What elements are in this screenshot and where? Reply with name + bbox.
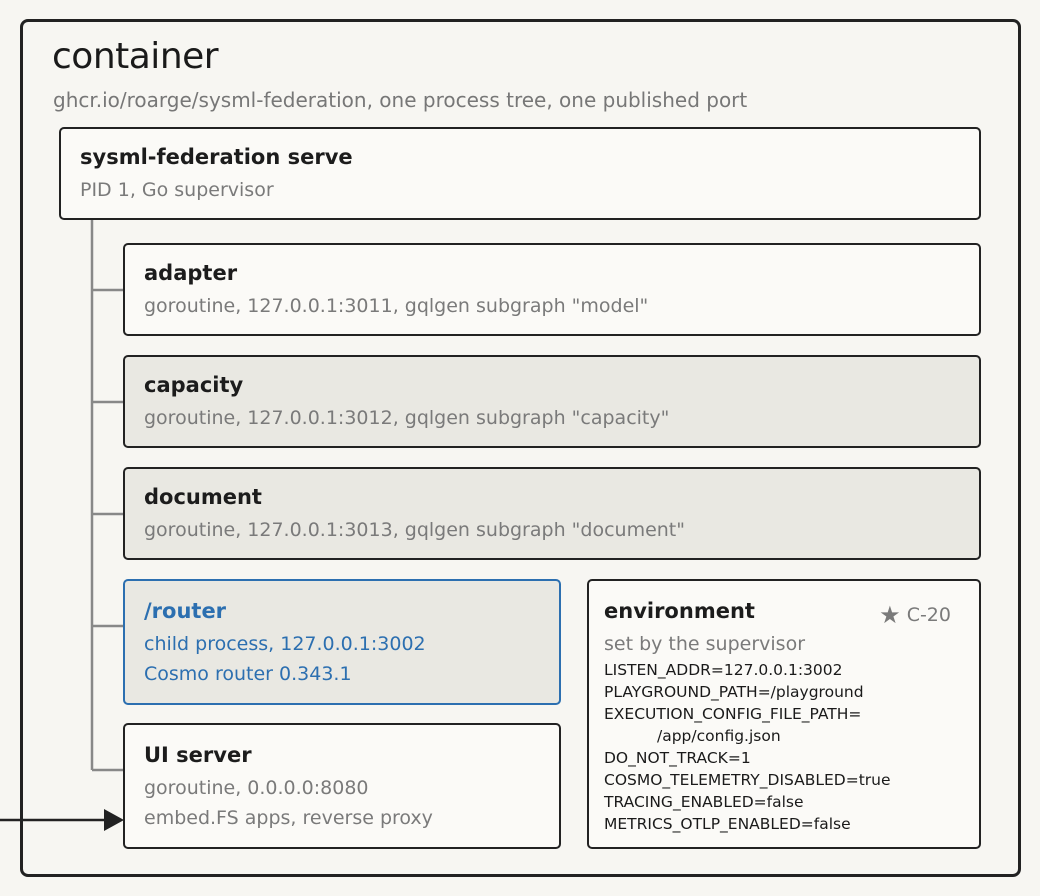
env-var: TRACING_ENABLED=false — [604, 793, 804, 811]
env-var: METRICS_OTLP_ENABLED=false — [604, 815, 851, 833]
star-icon: ★ — [879, 601, 901, 629]
ui-server-line-2: embed.FS apps, reverse proxy — [144, 807, 433, 829]
router-box: /router child process, 127.0.0.1:3002 Co… — [123, 579, 561, 705]
container-subtitle: ghcr.io/roarge/sysml-federation, one pro… — [53, 88, 748, 112]
router-title: /router — [144, 599, 227, 623]
env-var: COSMO_TELEMETRY_DISABLED=true — [604, 771, 891, 789]
router-line-1: child process, 127.0.0.1:3002 — [144, 633, 426, 655]
document-title: document — [144, 485, 262, 509]
supervisor-box: sysml-federation serve PID 1, Go supervi… — [59, 127, 981, 220]
adapter-box: adapter goroutine, 127.0.0.1:3011, gqlge… — [123, 243, 981, 336]
env-var: PLAYGROUND_PATH=/playground — [604, 683, 864, 701]
environment-box: environment ★ C-20 set by the supervisor… — [587, 579, 981, 849]
env-var: DO_NOT_TRACK=1 — [604, 749, 751, 767]
document-box: document goroutine, 127.0.0.1:3013, gqlg… — [123, 467, 981, 560]
capacity-title: capacity — [144, 373, 244, 397]
supervisor-title: sysml-federation serve — [80, 145, 353, 169]
adapter-subtitle: goroutine, 127.0.0.1:3011, gqlgen subgra… — [144, 295, 649, 317]
ui-server-box: UI server goroutine, 0.0.0.0:8080 embed.… — [123, 723, 561, 849]
environment-subtitle: set by the supervisor — [604, 633, 806, 655]
env-var: EXECUTION_CONFIG_FILE_PATH= — [604, 705, 862, 723]
capacity-box: capacity goroutine, 127.0.0.1:3012, gqlg… — [123, 355, 981, 448]
ui-server-line-1: goroutine, 0.0.0.0:8080 — [144, 777, 369, 799]
environment-tag-label: C-20 — [906, 604, 951, 626]
document-subtitle: goroutine, 127.0.0.1:3013, gqlgen subgra… — [144, 519, 685, 541]
container-title: container — [52, 36, 219, 77]
supervisor-subtitle: PID 1, Go supervisor — [80, 179, 274, 201]
env-var: LISTEN_ADDR=127.0.0.1:3002 — [604, 661, 843, 679]
router-line-2: Cosmo router 0.343.1 — [144, 663, 352, 685]
environment-tag: ★ C-20 — [879, 601, 951, 629]
ui-server-title: UI server — [144, 743, 252, 767]
env-var-continuation: /app/config.json — [657, 727, 781, 745]
adapter-title: adapter — [144, 261, 238, 285]
capacity-subtitle: goroutine, 127.0.0.1:3012, gqlgen subgra… — [144, 407, 670, 429]
environment-title: environment — [604, 599, 755, 623]
